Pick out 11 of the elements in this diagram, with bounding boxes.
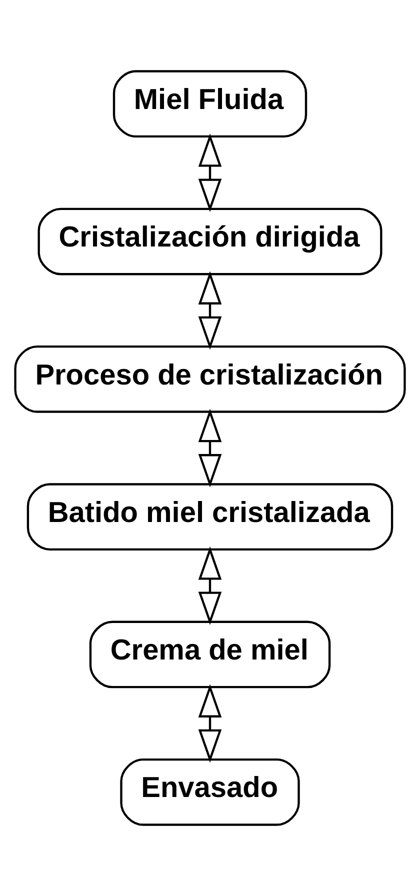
arrow xyxy=(198,270,222,350)
arrow xyxy=(198,132,222,212)
arrow xyxy=(198,546,222,625)
node-box: Crema de miel xyxy=(89,620,331,688)
node-box: Cristalización dirigida xyxy=(38,207,382,275)
node-box: Proceso de cristalización xyxy=(14,344,406,412)
arrow xyxy=(198,408,222,487)
arrow xyxy=(198,684,222,762)
node-box: Envasado xyxy=(120,758,300,826)
node-box: Miel Fluida xyxy=(112,70,308,138)
node-box: Batido miel cristalizada xyxy=(26,482,394,550)
